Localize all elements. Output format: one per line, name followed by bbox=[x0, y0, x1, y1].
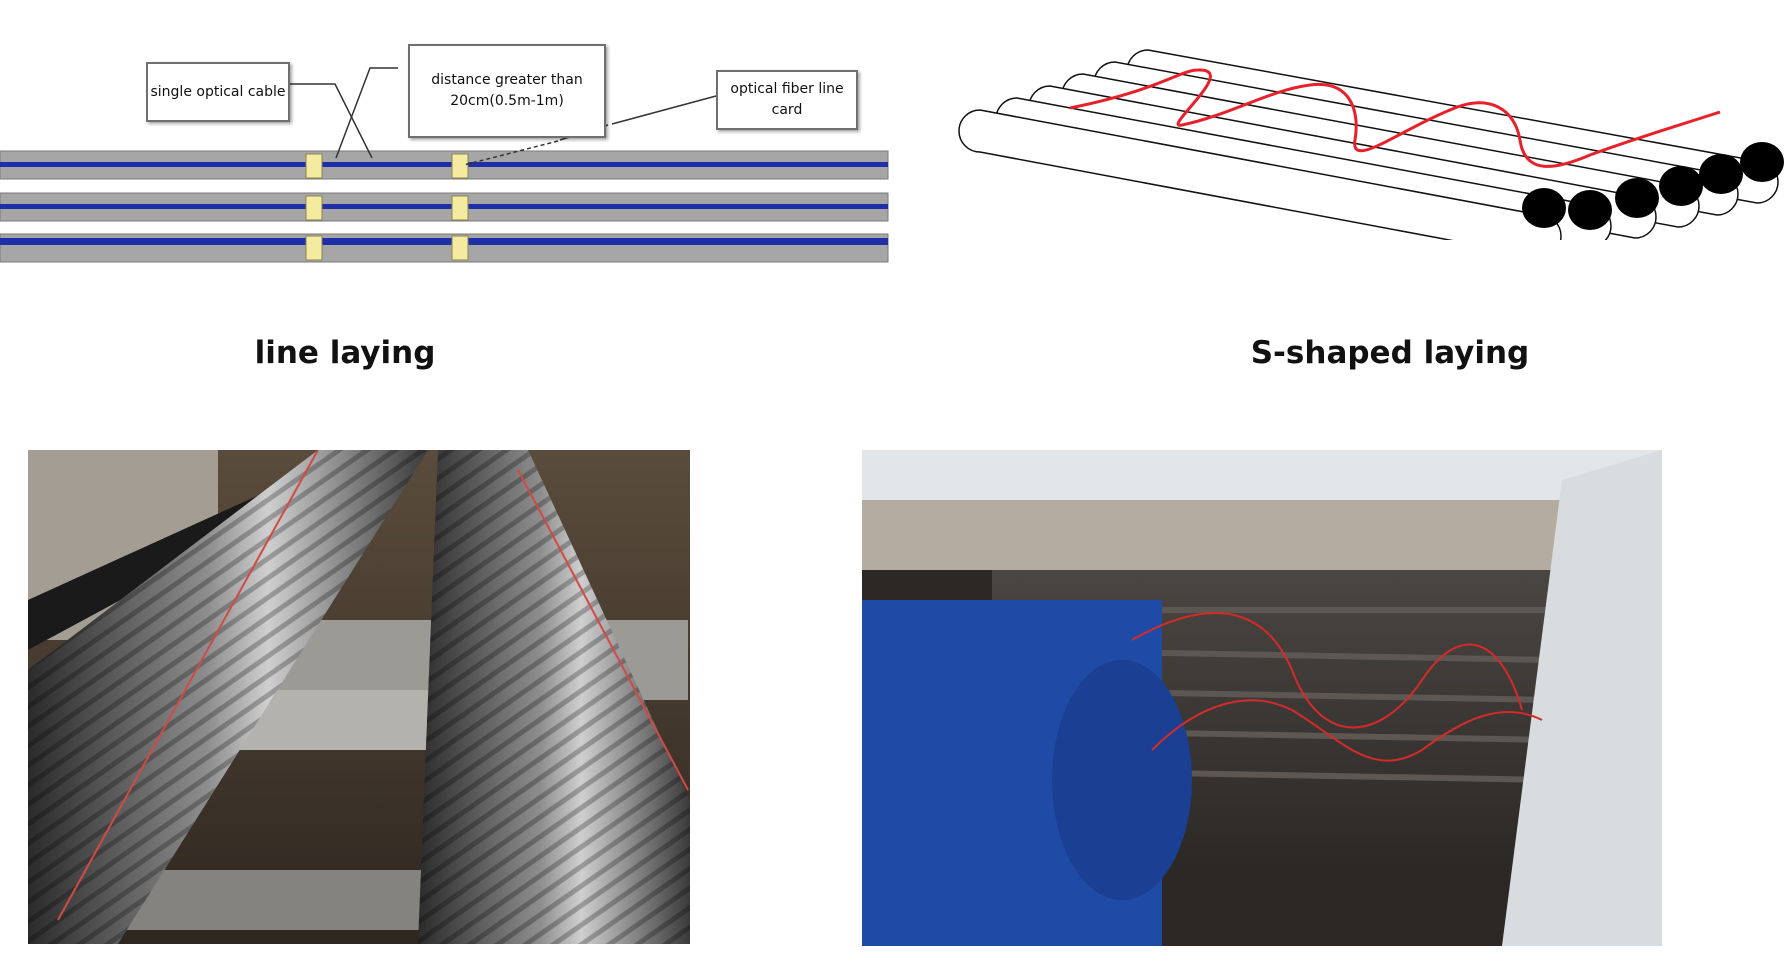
single-optical-cable-label: single optical cable bbox=[146, 62, 290, 122]
s-shaped-laying-diagram bbox=[930, 30, 1790, 258]
optical-fiber-line-card-label: optical fiber line card bbox=[716, 70, 858, 130]
pipe-row-3 bbox=[0, 233, 889, 263]
pipe-row-1 bbox=[0, 150, 889, 180]
line-laying-diagram: single optical cable distance greater th… bbox=[0, 0, 900, 280]
line-laying-caption: line laying bbox=[254, 335, 436, 371]
single-optical-cable-text: single optical cable bbox=[150, 83, 286, 100]
s-shaped-fiber bbox=[1069, 68, 1721, 168]
line-laying-photo bbox=[28, 450, 690, 944]
s-shaped-photo-svg bbox=[862, 450, 1662, 946]
distance-text-line1: distance greater than bbox=[431, 72, 583, 88]
s-shaped-laying-photo bbox=[862, 450, 1662, 946]
line-laying-svg bbox=[0, 67, 889, 263]
distance-text-line2: 20cm(0.5m-1m) bbox=[450, 93, 564, 109]
pipe-row-2 bbox=[0, 192, 889, 222]
line-laying-photo-svg bbox=[28, 450, 690, 944]
line-cards bbox=[305, 153, 469, 261]
pipes bbox=[958, 49, 1779, 258]
s-shaped-laying-caption: S-shaped laying bbox=[1250, 335, 1530, 371]
s-shaped-svg bbox=[958, 49, 1784, 258]
pipe-ends bbox=[1522, 142, 1784, 230]
line-card-text: optical fiber line card bbox=[730, 81, 844, 118]
distance-label: distance greater than 20cm(0.5m-1m) bbox=[408, 44, 606, 138]
